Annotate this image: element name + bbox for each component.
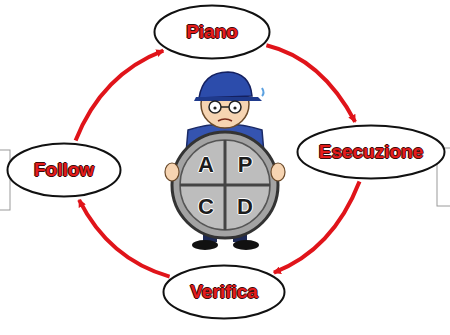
wheel-letter: P	[238, 154, 253, 176]
hand	[165, 163, 179, 181]
wheel-letter: C	[198, 196, 214, 218]
glasses	[209, 101, 221, 113]
cycle-ellipse: Verifica	[162, 264, 286, 320]
wheel	[172, 132, 278, 238]
cap-brim	[194, 97, 262, 101]
cap	[199, 72, 252, 98]
eye	[213, 106, 216, 109]
shoe	[192, 240, 218, 250]
step-label: Piano	[186, 22, 238, 43]
shoe	[233, 240, 259, 250]
glasses	[221, 106, 229, 108]
cycle-arrow	[274, 182, 360, 273]
wheel-inner	[180, 140, 270, 230]
ellipse-shape	[155, 6, 270, 59]
wheel-letter: A	[198, 154, 214, 176]
cycle-arrow	[266, 45, 355, 122]
ellipse-shape	[298, 126, 445, 179]
cycle-ellipse: Follow	[6, 142, 122, 198]
wheel-letter: D	[237, 196, 253, 218]
step-label: Esecuzione	[319, 142, 424, 163]
eye	[233, 106, 236, 109]
step-label: Follow	[34, 160, 94, 181]
ellipse-shape	[8, 144, 121, 197]
glasses	[229, 101, 241, 113]
cycle-ellipse: Esecuzione	[296, 124, 446, 180]
cycle-ellipse: Piano	[153, 4, 271, 60]
cycle-arrow	[76, 51, 164, 141]
ellipse-shape	[164, 266, 285, 319]
mouth	[218, 119, 232, 121]
cycle-arrow	[79, 200, 170, 277]
step-label: Verifica	[190, 282, 258, 303]
wheel-spoke	[224, 140, 227, 230]
sweat	[262, 88, 264, 96]
side-frame	[0, 150, 10, 210]
hand	[271, 163, 285, 181]
